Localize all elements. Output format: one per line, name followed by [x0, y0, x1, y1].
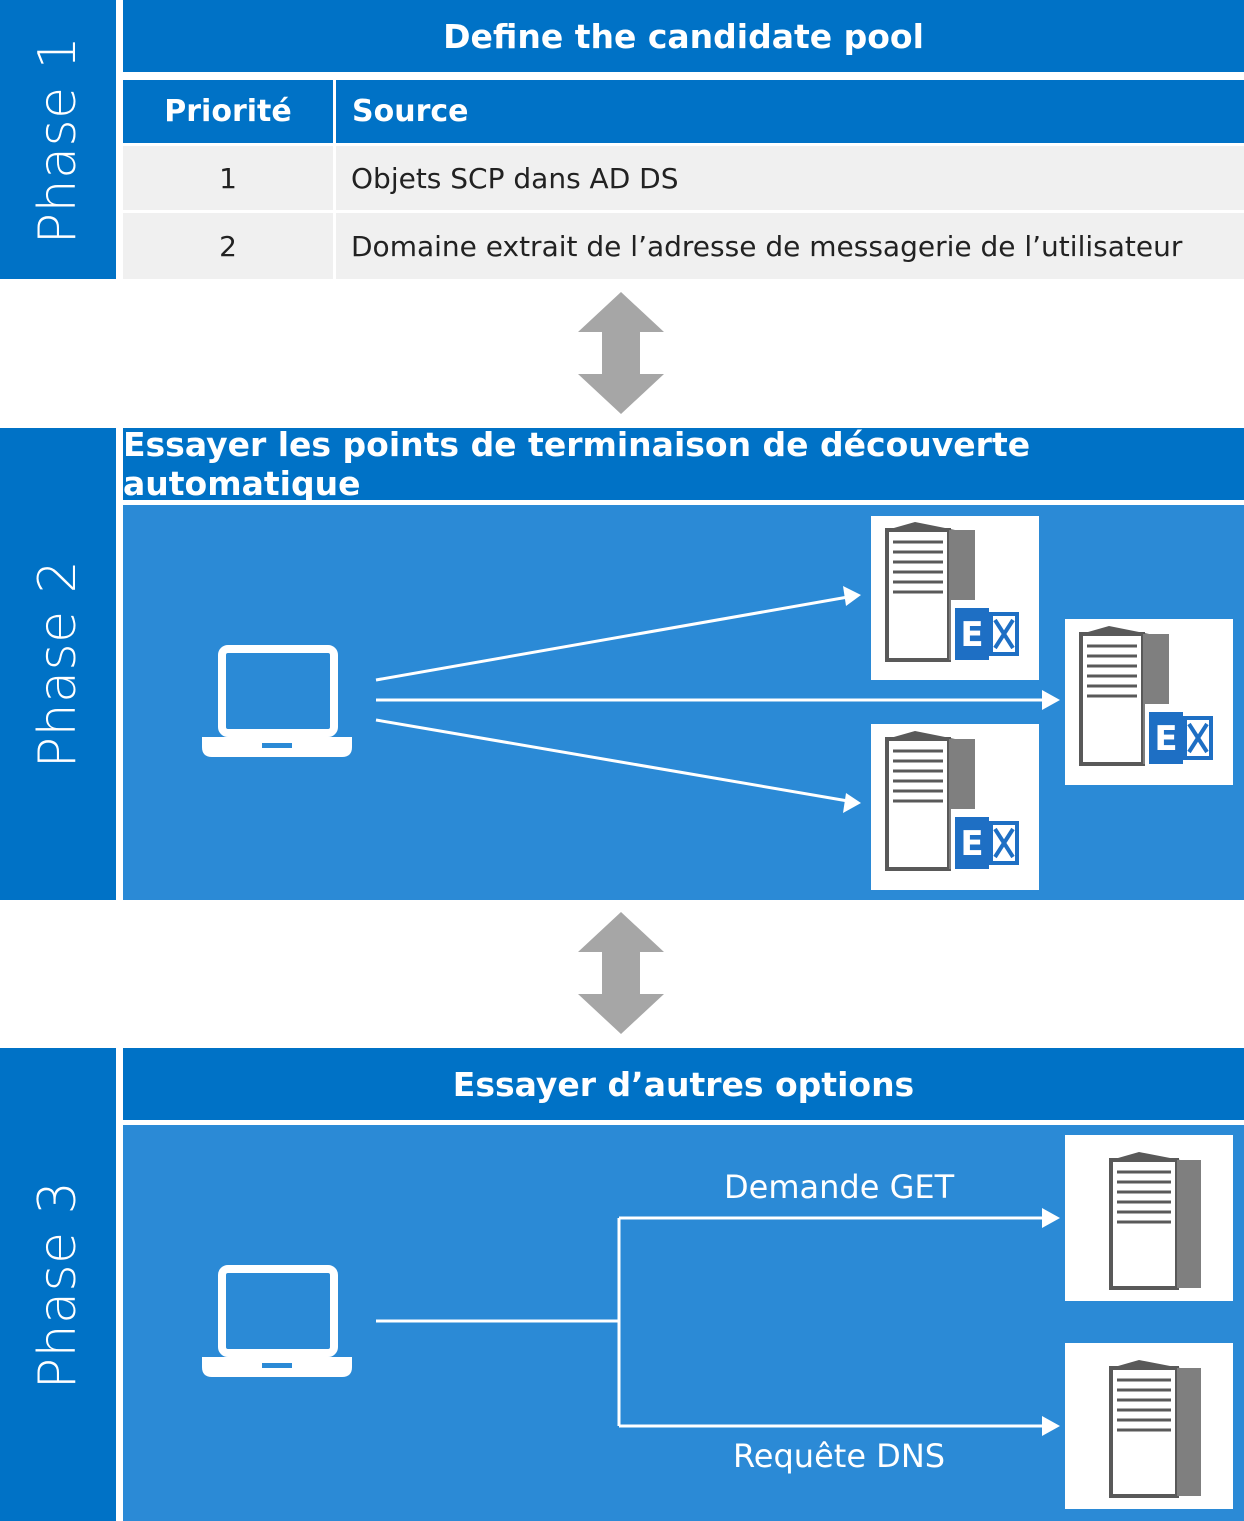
phase-3-label: Phase 3	[0, 1048, 116, 1521]
phase-3-panel	[123, 1125, 1244, 1521]
double-arrow-icon	[578, 292, 664, 414]
phase-2-label: Phase 2	[0, 428, 116, 900]
phase-1-title: Define the candidate pool	[123, 0, 1244, 72]
server-icon	[1065, 1135, 1233, 1301]
table-cell-priority-1: 1	[123, 146, 333, 210]
phase-2-title: Essayer les points de terminaison de déc…	[123, 425, 1244, 503]
phase-1-label: Phase 1	[0, 0, 116, 279]
phase-2-panel	[123, 505, 1244, 900]
exchange-server-icon: E	[871, 724, 1039, 890]
table-cell-source-2: Domaine extrait de l’adresse de messager…	[336, 213, 1244, 279]
exchange-server-icon: E	[871, 516, 1039, 680]
phase-3-title: Essayer d’autres options	[123, 1048, 1244, 1120]
svg-text:E: E	[960, 615, 983, 655]
table-cell-source-1: Objets SCP dans AD DS	[336, 146, 1244, 210]
exchange-server-icon: E	[1065, 619, 1233, 785]
table-cell-priority-2: 2	[123, 213, 333, 279]
server-icon	[1065, 1343, 1233, 1509]
table-header-priority: Priorité	[123, 80, 333, 143]
laptop-icon	[202, 1265, 352, 1377]
svg-text:E: E	[1154, 719, 1177, 759]
double-arrow-icon	[578, 912, 664, 1034]
dns-query-label: Requête DNS	[733, 1437, 946, 1475]
laptop-icon	[202, 645, 352, 757]
table-header-source: Source	[336, 80, 1244, 143]
svg-text:E: E	[960, 824, 983, 864]
get-request-label: Demande GET	[724, 1168, 955, 1206]
